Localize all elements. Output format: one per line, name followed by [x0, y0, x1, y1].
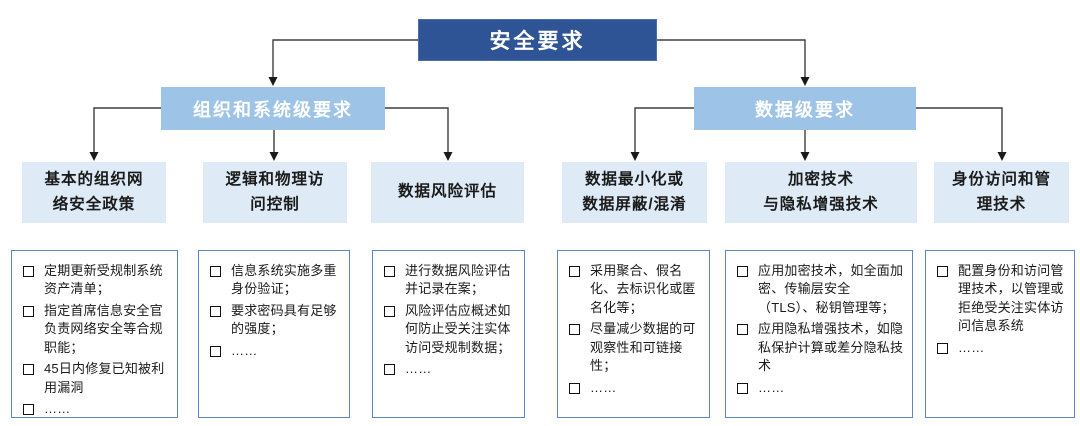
list-item: 定期更新受规制系统资产清单；: [21, 262, 171, 299]
arrow-down-icon: [630, 152, 640, 161]
detail-box-logical-physical-access-control: 信息系统实施多重身份验证； 要求密码具有足够的强度； ……: [198, 250, 350, 418]
list-item-text: 尽量减少数据的可观察性和可链接性；: [590, 321, 696, 374]
list-item-text: ……: [590, 379, 617, 395]
arrow-down-icon: [268, 77, 278, 86]
list-item: 尽量减少数据的可观察性和可链接性；: [567, 320, 703, 375]
connector-line: [657, 39, 806, 77]
list-item: 采用聚合、假名化、去标识化或匿名化等；: [567, 262, 703, 317]
list-item-text: ……: [758, 379, 785, 395]
leaf-node-label: 加密技术 与隐私增强技术: [763, 171, 879, 213]
leaf-node-logical-physical-access-control: 逻辑和物理访 问控制: [203, 162, 347, 223]
list-item: 进行数据风险评估并记录在案；: [382, 262, 518, 299]
list-item-text: ……: [231, 342, 258, 358]
checkbox-bullet-icon: [937, 342, 948, 354]
list-item: ……: [382, 360, 518, 378]
detail-box-data-risk-assessment: 进行数据风险评估并记录在案； 风险评估应概述如何防止受关注实体访问受规制数据； …: [372, 250, 525, 418]
leaf-node-data-risk-assessment: 数据风险评估: [371, 162, 524, 223]
list-item-text: ……: [44, 401, 71, 417]
list-item: ……: [935, 339, 1068, 357]
list-item-text: 配置身份和访问管理技术，以管理或拒绝受关注实体访问信息系统: [958, 263, 1064, 334]
list-item: ……: [735, 379, 906, 397]
list-item: 风险评估应概述如何防止受关注实体访问受规制数据；: [382, 302, 518, 357]
list-item: 信息系统实施多重身份验证；: [208, 262, 343, 299]
leaf-node-label: 数据风险评估: [397, 183, 497, 201]
leaf-node-encryption-privacy-tech: 加密技术 与隐私增强技术: [725, 162, 917, 223]
checkbox-bullet-icon: [384, 266, 395, 277]
list-item-text: 信息系统实施多重身份验证；: [231, 263, 337, 297]
list-item-text: ……: [405, 361, 432, 377]
leaf-node-label: 逻辑和物理访 问控制: [225, 171, 325, 213]
list-item-text: 应用加密技术，如全面加密、传输层安全（TLS）、秘钥管理等；: [758, 263, 904, 315]
detail-box-identity-access-management: 配置身份和访问管理技术，以管理或拒绝受关注实体访问信息系统 ……: [925, 250, 1075, 418]
checkbox-bullet-icon: [737, 266, 748, 277]
connector-line: [93, 107, 161, 152]
checkbox-bullet-icon: [210, 305, 221, 317]
checkbox-bullet-icon: [737, 324, 748, 336]
list-item-text: 采用聚合、假名化、去标识化或匿名化等；: [590, 263, 696, 315]
branch-node-org-system-level: 组织和系统级要求: [161, 87, 385, 130]
leaf-node-label: 身份访问和管 理技术: [951, 171, 1051, 213]
list-item-text: 要求密码具有足够的强度；: [231, 302, 337, 337]
list-item: 45日内修复已知被利用漏洞: [21, 360, 171, 397]
connector-line: [634, 107, 694, 152]
checkbox-bullet-icon: [569, 382, 580, 394]
leaf-node-basic-org-security-policy: 基本的组织网 络安全政策: [22, 162, 166, 223]
root-node-security-requirements: 安全要求: [418, 19, 657, 61]
list-item: 指定首席信息安全官负责网络安全等合规职能；: [21, 302, 171, 357]
leaf-node-label: 数据最小化或 数据屏蔽/混淆: [582, 171, 687, 213]
checkbox-bullet-icon: [23, 266, 34, 277]
arrow-down-icon: [800, 152, 810, 161]
detail-box-data-minimization-masking: 采用聚合、假名化、去标识化或匿名化等； 尽量减少数据的可观察性和可链接性； ……: [557, 250, 710, 418]
list-item-text: 进行数据风险评估并记录在案；: [405, 263, 511, 297]
connector-line: [916, 107, 1003, 152]
list-item: ……: [208, 342, 343, 360]
branch-node-data-level: 数据级要求: [694, 87, 916, 130]
leaf-node-data-minimization-masking: 数据最小化或 数据屏蔽/混淆: [562, 162, 707, 223]
leaf-node-identity-access-management: 身份访问和管 理技术: [934, 162, 1069, 223]
checkbox-bullet-icon: [210, 266, 221, 277]
arrow-down-icon: [800, 77, 810, 86]
list-item-text: 风险评估应概述如何防止受关注实体访问受规制数据；: [405, 302, 511, 355]
list-item-text: 指定首席信息安全官负责网络安全等合规职能；: [44, 302, 163, 355]
leaf-node-label: 基本的组织网 络安全政策: [44, 171, 144, 213]
list-item-text: ……: [958, 339, 985, 355]
arrow-down-icon: [89, 152, 99, 161]
list-item: 应用隐私增强技术，如隐私保护计算或差分隐私技术: [735, 320, 906, 375]
connector-line: [385, 107, 449, 152]
arrow-down-icon: [997, 152, 1007, 161]
detail-box-encryption-privacy-tech: 应用加密技术，如全面加密、传输层安全（TLS）、秘钥管理等； 应用隐私增强技术，…: [725, 250, 913, 418]
branch-node-label: 组织和系统级要求: [193, 99, 353, 120]
list-item: 配置身份和访问管理技术，以管理或拒绝受关注实体访问信息系统: [935, 262, 1068, 336]
arrow-down-icon: [269, 152, 279, 161]
list-item: 要求密码具有足够的强度；: [208, 302, 343, 339]
checkbox-bullet-icon: [23, 404, 34, 416]
checkbox-bullet-icon: [23, 364, 34, 376]
checkbox-bullet-icon: [569, 266, 580, 277]
root-node-label: 安全要求: [489, 30, 586, 53]
list-item-text: 45日内修复已知被利用漏洞: [44, 361, 165, 395]
checkbox-bullet-icon: [937, 266, 948, 277]
list-item: ……: [567, 379, 703, 397]
connector-line: [272, 39, 418, 77]
checkbox-bullet-icon: [23, 305, 34, 317]
checkbox-bullet-icon: [384, 305, 395, 317]
list-item-text: 定期更新受规制系统资产清单；: [44, 263, 163, 297]
checkbox-bullet-icon: [569, 324, 580, 336]
list-item-text: 应用隐私增强技术，如隐私保护计算或差分隐私技术: [758, 321, 904, 374]
checkbox-bullet-icon: [210, 345, 221, 357]
detail-box-basic-org-security-policy: 定期更新受规制系统资产清单； 指定首席信息安全官负责网络安全等合规职能； 45日…: [11, 250, 178, 418]
list-item: ……: [21, 400, 171, 418]
arrow-down-icon: [443, 152, 453, 161]
checkbox-bullet-icon: [384, 364, 395, 376]
list-item: 应用加密技术，如全面加密、传输层安全（TLS）、秘钥管理等；: [735, 262, 906, 317]
checkbox-bullet-icon: [737, 382, 748, 394]
branch-node-label: 数据级要求: [755, 99, 855, 120]
